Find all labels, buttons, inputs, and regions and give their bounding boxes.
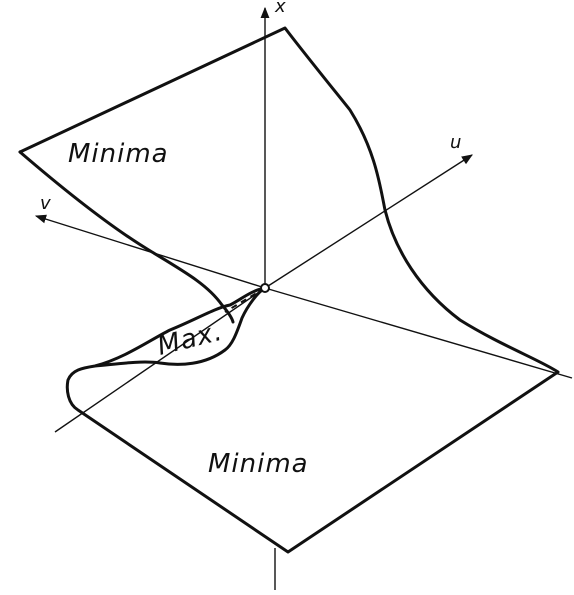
u-axis-label: u [450,132,461,153]
x-axis-label: x [274,0,286,17]
fold-line-dashed [224,287,266,313]
u-axis-back [54,287,266,433]
v-axis-front [264,287,573,379]
surface-outline [18,26,560,554]
u-axis [264,154,473,289]
v-axis-label: v [40,193,51,214]
upper-fold-edge [18,150,235,324]
minima-top-label: Minima [68,139,169,169]
origin-point [260,283,270,293]
minima-bottom-label: Minima [208,449,309,479]
